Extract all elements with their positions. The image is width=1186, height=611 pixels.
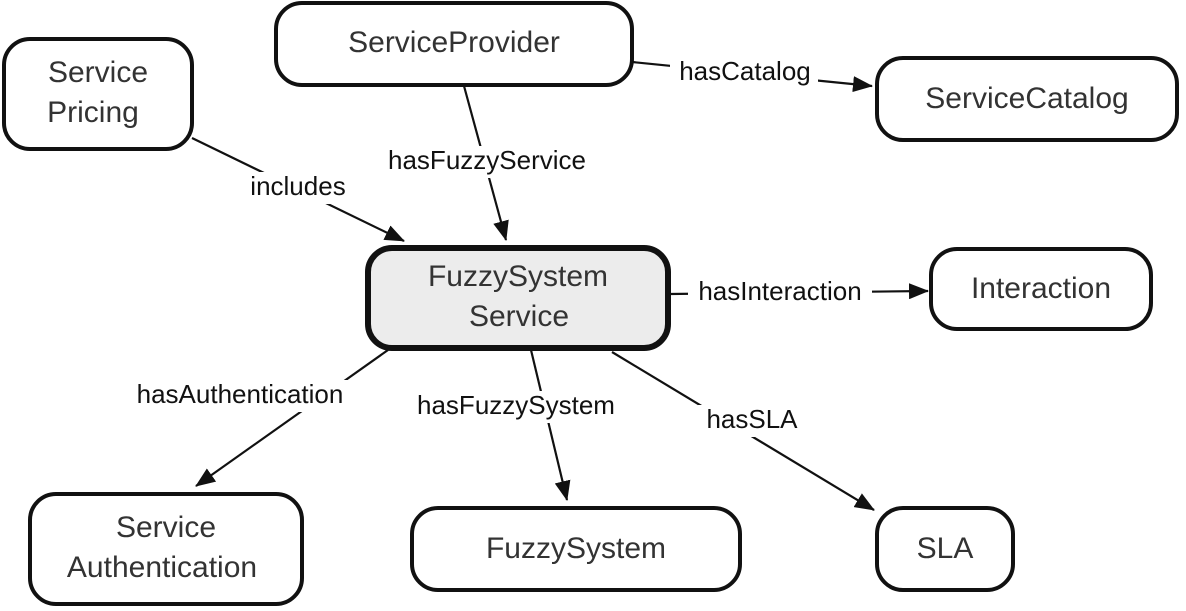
node-fuzzy-system: FuzzySystem — [410, 506, 742, 592]
node-fuzzy-system-label: FuzzySystem — [486, 532, 666, 565]
edge-label-includes: includes — [250, 171, 345, 201]
node-service-authentication-box — [28, 492, 304, 606]
edge-includes: includes — [191, 137, 405, 242]
node-interaction-box — [929, 247, 1153, 331]
edge-label-has-catalog: hasCatalog — [679, 56, 811, 86]
node-fuzzy-system-box — [410, 506, 742, 592]
node-sla-label: SLA — [917, 532, 974, 565]
edge-label-has-sla: hasSLA — [706, 404, 798, 434]
node-interaction-label: Interaction — [971, 272, 1111, 305]
node-service-authentication-label-line-2: Authentication — [67, 551, 257, 584]
node-service-pricing: Service Pricing — [2, 37, 194, 151]
edge-label-has-interaction: hasInteraction — [698, 276, 861, 306]
edge-has-catalog: hasCatalog — [631, 56, 873, 93]
node-service-catalog: ServiceCatalog — [875, 56, 1179, 142]
node-service-provider-box — [274, 1, 634, 87]
node-service-authentication: Service Authentication — [28, 492, 304, 606]
node-sla-box — [875, 506, 1015, 592]
edge-has-authentication-line — [195, 349, 389, 487]
node-service-provider: ServiceProvider — [274, 1, 634, 87]
edge-has-fuzzy-system-line — [529, 349, 571, 501]
node-service-provider-label: ServiceProvider — [348, 26, 560, 59]
edge-has-interaction: hasInteraction — [669, 276, 929, 309]
node-fuzzy-system-service-label-line-1: FuzzySystem — [428, 260, 608, 293]
node-interaction: Interaction — [929, 247, 1153, 331]
node-fuzzy-system-service: FuzzySystem Service — [365, 245, 671, 351]
node-service-pricing-box — [2, 37, 194, 151]
node-service-pricing-label-line-1: Service — [48, 56, 148, 89]
node-service-catalog-label: ServiceCatalog — [925, 82, 1128, 115]
node-fuzzy-system-service-label-line-2: Service — [469, 300, 569, 333]
edge-label-has-authentication: hasAuthentication — [137, 379, 344, 409]
edge-has-fuzzy-system: hasFuzzySystem — [403, 349, 629, 501]
node-service-catalog-box — [875, 56, 1179, 142]
edge-has-sla: hasSLA — [611, 351, 875, 511]
edge-label-has-fuzzy-system: hasFuzzySystem — [417, 390, 615, 420]
node-sla: SLA — [875, 506, 1015, 592]
node-service-pricing-label-line-2: Pricing — [47, 96, 139, 129]
edge-has-fuzzy-service: hasFuzzyService — [374, 85, 598, 241]
node-service-authentication-label-line-1: Service — [116, 511, 216, 544]
edge-label-has-fuzzy-service: hasFuzzyService — [388, 145, 586, 175]
edge-has-authentication: hasAuthentication — [122, 349, 389, 487]
node-fuzzy-system-service-box — [365, 245, 671, 351]
